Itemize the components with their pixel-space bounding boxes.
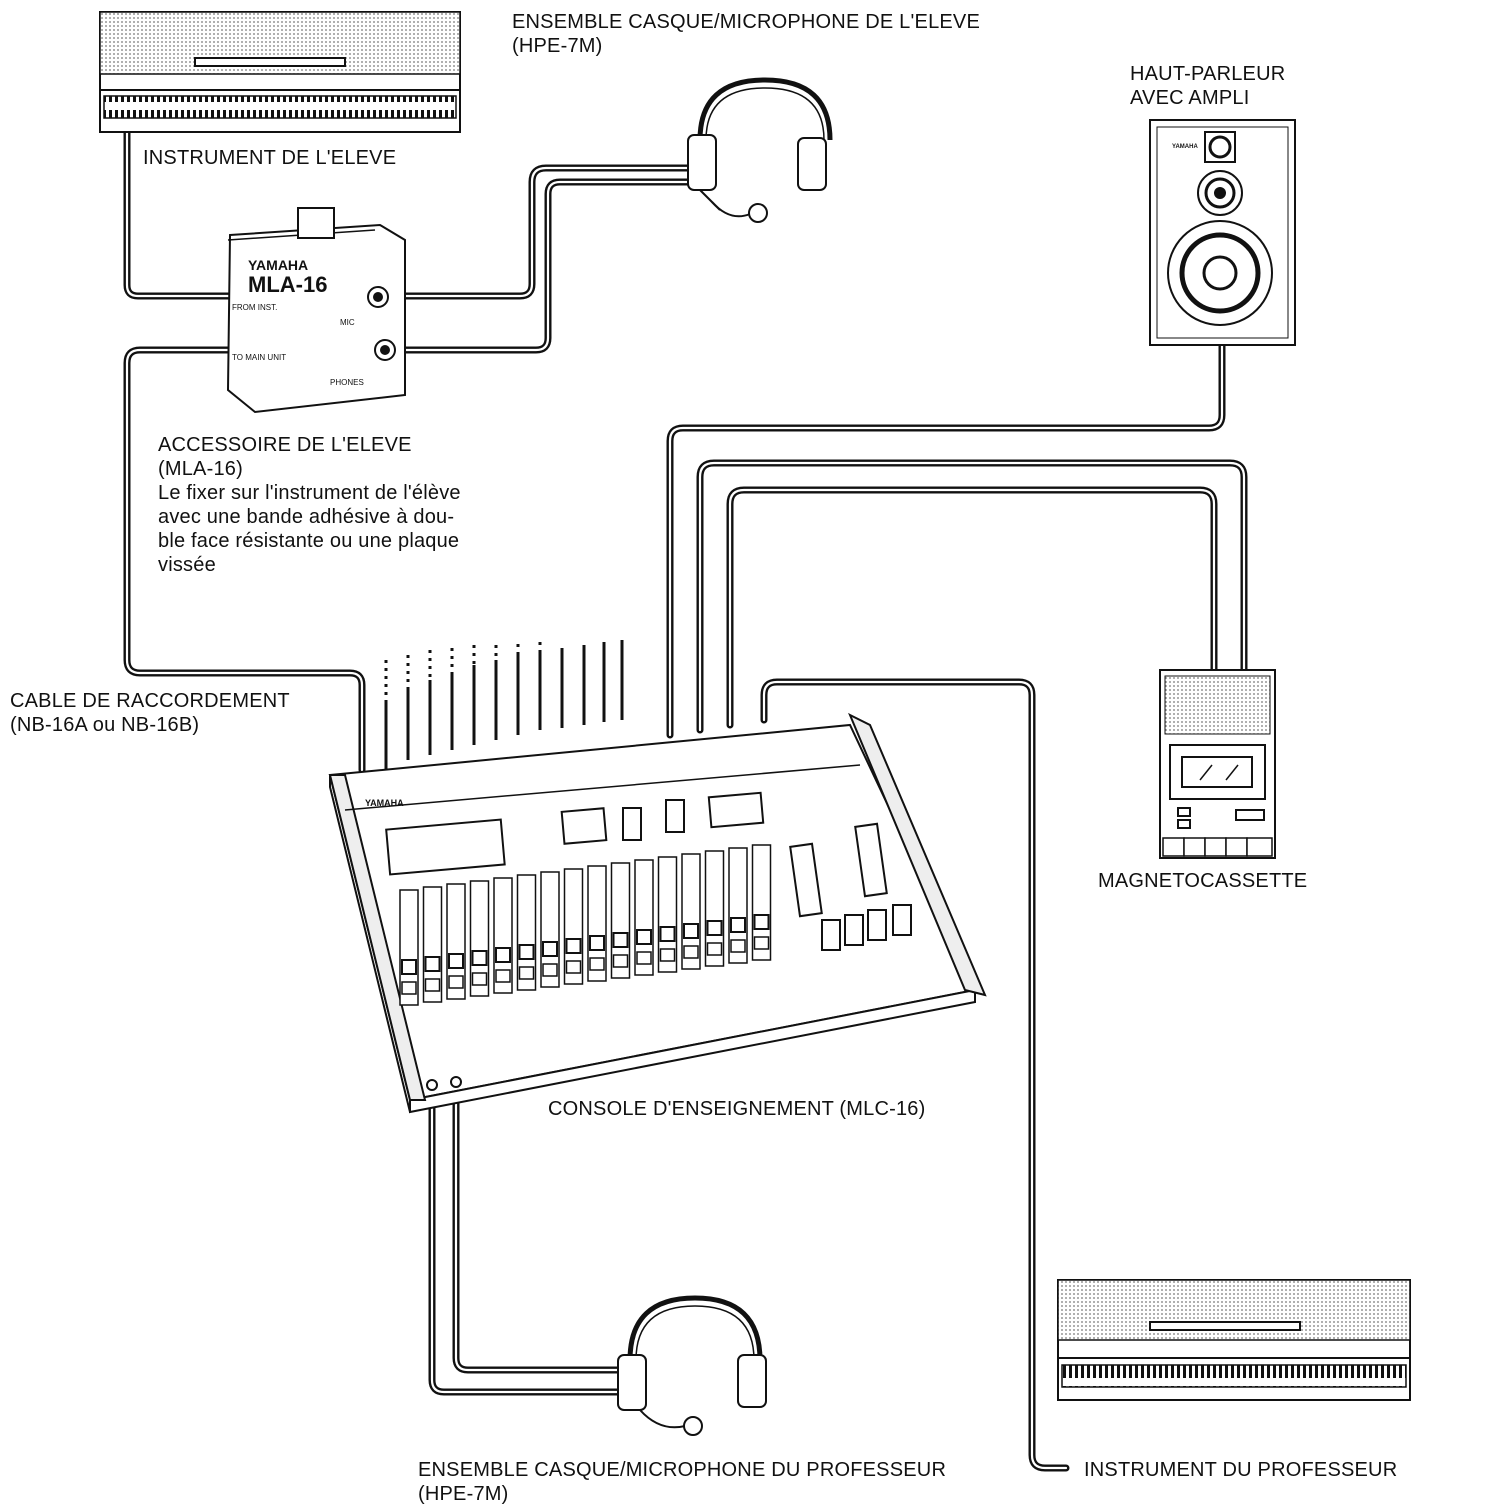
accessory-note-line1: Le fixer sur l'instrument de l'élève — [158, 482, 461, 504]
accessory-label: ACCESSOIRE DE L'ELEVE (MLA-16) Le fixer … — [158, 433, 461, 577]
channel-button — [401, 981, 417, 995]
channel-button — [683, 945, 699, 959]
cable-console-to-teacher-mic — [428, 1081, 624, 1396]
channel-fader-knob — [706, 920, 723, 936]
channel-fader-knob — [471, 950, 488, 966]
channel-fader-slot — [634, 859, 654, 976]
mla-mic-text: MIC — [340, 318, 355, 327]
channel-fader-knob — [495, 947, 511, 963]
mla-model-text: MLA-16 — [248, 272, 327, 297]
channel-fader-knob — [589, 935, 605, 951]
console-mlc16-icon: YAMAHA — [328, 712, 987, 1114]
channel-button — [542, 963, 558, 977]
channel-fader-slot — [587, 865, 607, 982]
channel-button — [730, 939, 746, 953]
channel-fader-knob — [565, 938, 582, 954]
channel-fader-knob — [753, 914, 770, 930]
accessory-label-line1: ACCESSOIRE DE L'ELEVE — [158, 434, 412, 456]
mla-brand-text: YAMAHA — [248, 257, 308, 273]
channel-faders — [399, 844, 772, 1006]
channel-fader-knob — [542, 941, 558, 957]
speaker-label-line2: AVEC AMPLI — [1130, 87, 1250, 109]
cassette-label: MAGNETOCASSETTE — [1098, 870, 1308, 892]
student-instrument-label: INSTRUMENT DE L'ELEVE — [143, 147, 397, 169]
teacher-instrument-label: INSTRUMENT DU PROFESSEUR — [1084, 1459, 1398, 1481]
channel-fader-slot — [681, 853, 701, 970]
channel-button — [612, 954, 629, 968]
channel-fader-slot — [516, 874, 537, 991]
teacher-headset-label: ENSEMBLE CASQUE/MICROPHONE DU PROFESSEUR… — [418, 1458, 946, 1506]
channel-fader-knob — [612, 932, 629, 948]
teacher-headset-label-line2: (HPE-7M) — [418, 1483, 509, 1505]
channel-fader-slot — [540, 871, 560, 988]
channel-fader-knob — [730, 917, 746, 933]
student-headset-label: ENSEMBLE CASQUE/MICROPHONE DE L'ELEVE (H… — [512, 10, 980, 58]
channel-fader-slot — [610, 862, 631, 979]
cable-label-line2: (NB-16A ou NB-16B) — [10, 714, 200, 736]
teacher-instrument-icon — [1057, 1279, 1411, 1401]
student-instrument-icon — [99, 11, 461, 133]
channel-fader-knob — [401, 959, 417, 975]
accessory-note-line4: vissée — [158, 554, 216, 576]
student-headset-icon — [687, 77, 833, 223]
channel-button — [448, 975, 464, 989]
channel-button — [659, 948, 676, 962]
channel-fader-slot — [446, 883, 466, 1000]
channel-button — [471, 972, 488, 986]
channel-fader-slot — [704, 850, 725, 967]
channel-button — [589, 957, 605, 971]
accessory-note-line2: avec une bande adhésive à dou- — [158, 506, 455, 528]
teacher-headset-icon — [617, 1295, 767, 1436]
channel-button — [495, 969, 511, 983]
cassette-icon — [1159, 669, 1276, 859]
channel-fader-slot — [657, 856, 678, 973]
channel-button — [706, 942, 723, 956]
cable-speaker-to-console — [666, 341, 1226, 739]
channel-fader-knob — [683, 923, 699, 939]
mla-phones-text: PHONES — [330, 378, 364, 387]
channel-fader-knob — [659, 926, 676, 942]
cable-label: CABLE DE RACCORDEMENT (NB-16A ou NB-16B) — [10, 689, 290, 737]
channel-fader-slot — [563, 868, 584, 985]
channel-fader-slot — [493, 877, 513, 994]
mla-to-main-text: TO MAIN UNIT — [232, 353, 286, 362]
channel-fader-knob — [448, 953, 464, 969]
console-brand-text: YAMAHA — [365, 798, 404, 808]
console-label: CONSOLE D'ENSEIGNEMENT (MLC-16) — [548, 1098, 926, 1120]
speaker-icon: YAMAHA — [1149, 119, 1296, 346]
cables — [123, 126, 1248, 1472]
cable-console-to-teacher-phones — [452, 1081, 626, 1374]
cable-accessory-to-mic — [394, 164, 694, 300]
accessory-mla16-icon: YAMAHA MLA-16 FROM INST. MIC TO MAIN UNI… — [226, 207, 406, 414]
teacher-headset-label-line1: ENSEMBLE CASQUE/MICROPHONE DU PROFESSEUR — [418, 1459, 947, 1481]
channel-button — [636, 951, 652, 965]
cable-accessory-to-phones — [394, 178, 696, 354]
channel-fader-slot — [422, 886, 443, 1003]
speaker-brand-text: YAMAHA — [1172, 144, 1198, 150]
cable-cassette-to-console-b — [726, 486, 1218, 729]
extra-student-cables — [384, 640, 624, 770]
student-headset-label-line2: (HPE-7M) — [512, 35, 603, 57]
channel-fader-slot — [399, 889, 419, 1006]
channel-button — [753, 936, 770, 950]
channel-button — [424, 978, 441, 992]
channel-fader-slot — [469, 880, 490, 997]
channel-fader-slot — [728, 847, 748, 964]
mla-from-inst-text: FROM INST. — [232, 303, 277, 312]
speaker-label: HAUT-PARLEUR AVEC AMPLI — [1130, 62, 1285, 110]
cable-label-line1: CABLE DE RACCORDEMENT — [10, 690, 290, 712]
accessory-label-line2: (MLA-16) — [158, 458, 243, 480]
student-headset-label-line1: ENSEMBLE CASQUE/MICROPHONE DE L'ELEVE — [512, 11, 981, 33]
channel-fader-knob — [518, 944, 535, 960]
channel-button — [518, 966, 535, 980]
accessory-note-line3: ble face résistante ou une plaque — [158, 530, 460, 552]
speaker-label-line1: HAUT-PARLEUR — [1130, 63, 1286, 85]
channel-fader-knob — [424, 956, 441, 972]
channel-fader-knob — [636, 929, 652, 945]
channel-fader-slot — [751, 844, 772, 961]
channel-button — [565, 960, 582, 974]
